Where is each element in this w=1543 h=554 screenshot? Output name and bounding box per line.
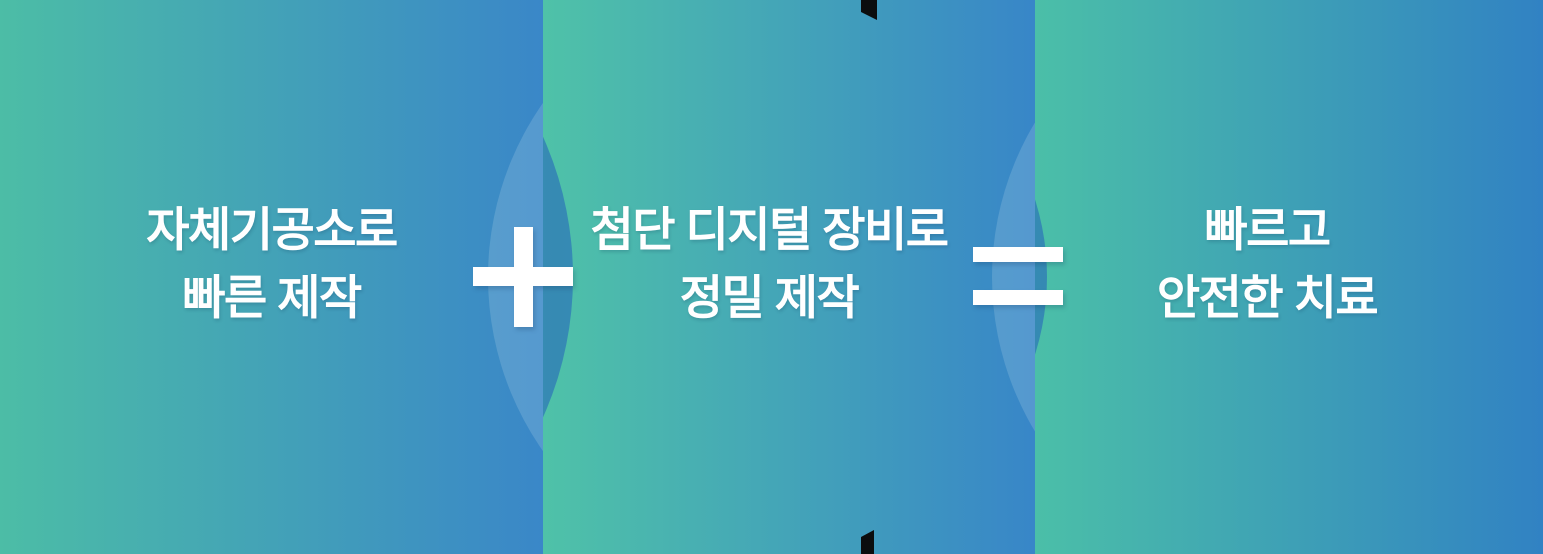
panel-3-line-2: 안전한 치료 xyxy=(1156,271,1379,324)
panel-fast-production: 자체기공소로 빠른 제작 xyxy=(0,0,543,554)
panel-3-line-1: 빠르고 xyxy=(1204,203,1331,256)
panel-3-text: 빠르고 안전한 치료 xyxy=(1013,0,1521,541)
panel-2-text: 첨단 디지털 장비로 정밀 제작 xyxy=(523,0,1015,541)
panel-1-text: 자체기공소로 빠른 제작 xyxy=(0,0,543,541)
panel-1-line-2: 빠른 제작 xyxy=(182,271,362,324)
panel-2-line-2: 정밀 제작 xyxy=(679,271,860,324)
equals-bottom-bar xyxy=(973,290,1063,305)
plus-vertical-bar xyxy=(513,227,533,327)
equals-top-bar xyxy=(973,247,1063,262)
panel-safe-treatment: 빠르고 안전한 치료 xyxy=(1035,0,1543,554)
plus-icon xyxy=(473,227,573,327)
equals-icon xyxy=(973,247,1063,305)
panel-digital-equipment: 첨단 디지털 장비로 정밀 제작 xyxy=(543,0,1035,554)
panel-1-line-1: 자체기공소로 xyxy=(146,203,398,256)
panel-2-line-1: 첨단 디지털 장비로 xyxy=(590,203,949,256)
